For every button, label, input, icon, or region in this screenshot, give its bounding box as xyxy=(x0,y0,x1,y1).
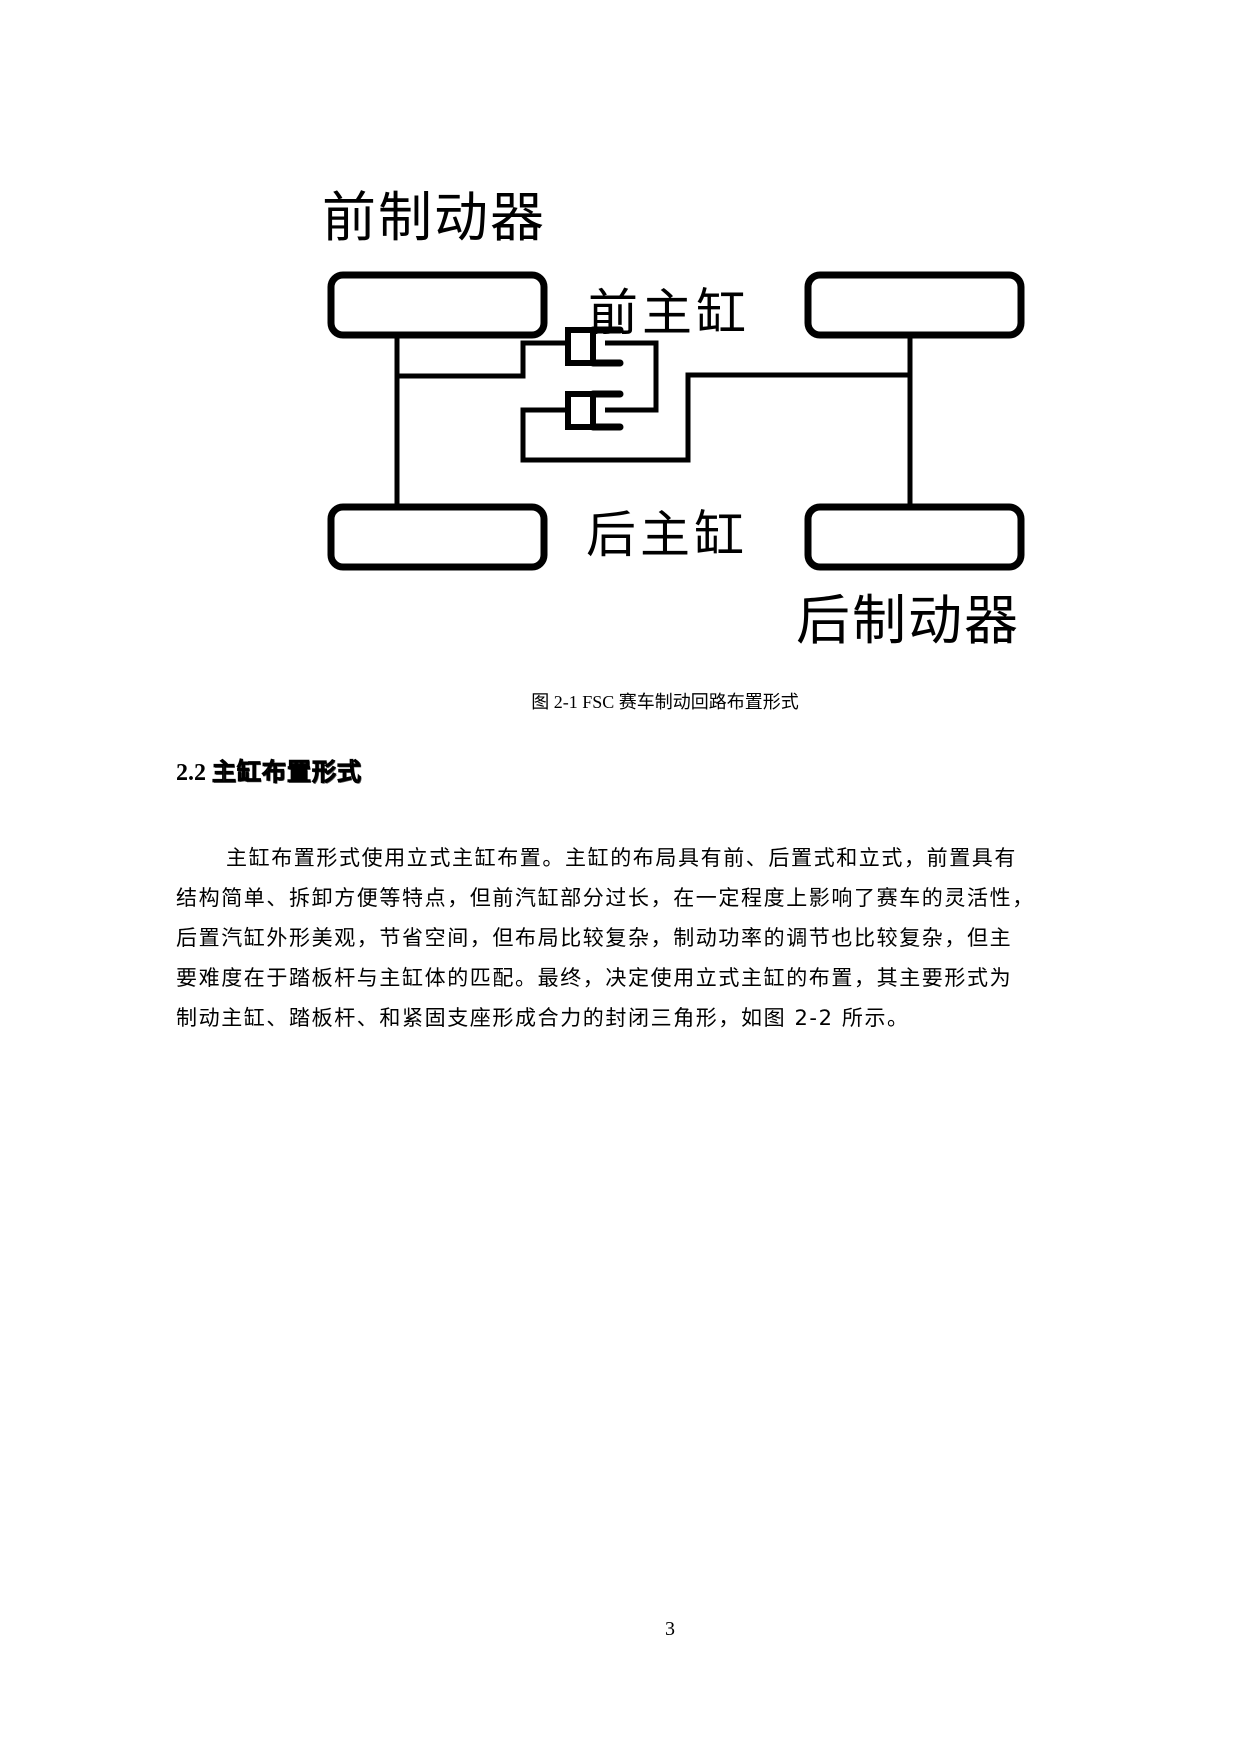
rear-circuit-line xyxy=(520,372,910,463)
front-master-cylinder-label: 前主缸 xyxy=(588,284,750,342)
rear-master-cylinder-body xyxy=(565,391,596,430)
paragraph-line: 后置汽缸外形美观，节省空间，但布局比较复杂，制动功率的调节也比较复杂，但主 xyxy=(176,926,1013,950)
body-paragraph: 主缸布置形式使用立式主缸布置。主缸的布局具有前、后置式和立式，前置具有 结构简单… xyxy=(176,838,1126,1038)
paragraph-line: 主缸布置形式使用立式主缸布置。主缸的布局具有前、后置式和立式，前置具有 xyxy=(226,846,1017,870)
paragraph-line: 要难度在于踏板杆与主缸体的匹配。最终，决定使用立式主缸的布置，其主要形式为 xyxy=(176,966,1013,990)
paragraph-line: 制动主缸、踏板杆、和紧固支座形成合力的封闭三角形，如图 2-2 所示。 xyxy=(176,1006,910,1030)
front-left-brake-box xyxy=(327,271,548,339)
brake-circuit-schematic xyxy=(327,271,1025,571)
rear-master-cylinder-label: 后主缸 xyxy=(586,506,748,564)
brake-circuit-diagram: 前制动器 前主缸 后主缸 后制动器 xyxy=(300,180,1060,660)
section-heading: 2.2 主缸布置形式 xyxy=(176,752,362,787)
front-brake-label: 前制动器 xyxy=(322,186,546,249)
front-right-brake-box xyxy=(804,271,1025,339)
section-number: 2.2 xyxy=(176,760,206,786)
figure-caption-text: 图 2-1 FSC 赛车制动回路布置形式 xyxy=(531,692,799,712)
section-title: 主缸布置形式 xyxy=(212,760,362,787)
rear-left-brake-box xyxy=(327,503,548,571)
rear-right-brake-box xyxy=(804,503,1025,571)
page-number: 3 xyxy=(665,1618,675,1640)
front-master-cylinder-body xyxy=(565,327,596,366)
figure-caption: 图 2-1 FSC 赛车制动回路布置形式 xyxy=(0,688,1240,714)
rear-brake-label: 后制动器 xyxy=(796,589,1020,652)
front-circuit-line xyxy=(397,340,568,379)
front-cylinder-loop xyxy=(605,340,659,413)
paragraph-line: 结构简单、拆卸方便等特点，但前汽缸部分过长，在一定程度上影响了赛车的灵活性， xyxy=(176,886,1035,910)
